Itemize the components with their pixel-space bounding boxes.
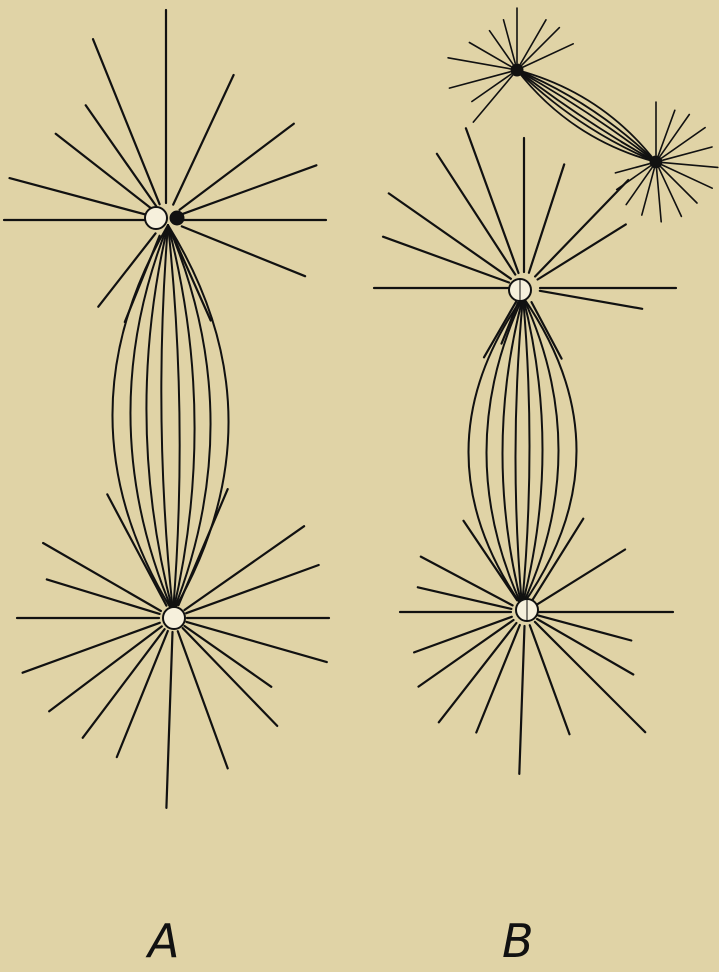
aster-ray: [464, 521, 518, 601]
spindle-fiber: [522, 297, 530, 606]
aster-ray: [86, 105, 157, 206]
aster-ray: [107, 494, 166, 605]
aster-ray: [437, 154, 515, 275]
aster-ray: [23, 623, 160, 673]
panel-b-label: B: [502, 918, 534, 964]
aster-ray: [535, 180, 628, 276]
aster-ray: [538, 224, 626, 279]
aster-ray: [173, 236, 211, 321]
aster-ray: [389, 193, 511, 278]
aster-ray: [180, 124, 294, 210]
spindle-fiber: [168, 225, 211, 612]
secondary-spindle-fiber: [517, 70, 656, 162]
secondary-aster-ray: [663, 147, 712, 160]
aster-ray: [182, 226, 305, 276]
secondary-aster-ray: [657, 169, 662, 222]
centrosome-open: [163, 607, 185, 629]
secondary-spindle-fiber: [517, 70, 656, 162]
spindle-fiber: [168, 225, 180, 612]
panel-a-label: A: [148, 918, 179, 964]
secondary-aster-ray: [521, 20, 547, 64]
spindle-fiber: [168, 225, 195, 612]
aster-ray: [529, 164, 564, 272]
secondary-aster-ray: [448, 58, 510, 69]
centrosome-solid: [170, 211, 184, 225]
spindle-fiber: [515, 297, 523, 606]
spindle-fiber: [146, 225, 173, 612]
aster-ray: [540, 291, 642, 309]
secondary-aster-ray: [642, 169, 654, 215]
secondary-aster-ray: [663, 163, 718, 168]
aster-ray: [466, 128, 519, 273]
secondary-aster-ray: [504, 20, 516, 63]
aster-ray: [49, 626, 162, 711]
aster-ray: [182, 165, 316, 214]
secondary-aster-ray: [472, 74, 511, 102]
aster-ray: [166, 632, 172, 808]
secondary-aster-ray: [658, 110, 674, 155]
aster-ray: [93, 39, 160, 204]
panel-a-spindle: [4, 10, 329, 808]
aster-ray: [47, 579, 160, 614]
spindle-fiber: [161, 225, 173, 612]
aster-ray: [519, 626, 524, 774]
aster-ray: [185, 626, 272, 687]
secondary-aster-ray: [660, 115, 689, 157]
secondary-aster-ray: [449, 72, 510, 88]
aster-ray: [173, 75, 233, 205]
secondary-aster-ray: [615, 164, 649, 173]
aster-ray: [439, 623, 517, 722]
aster-ray: [56, 134, 153, 210]
secondary-spindle-fiber: [517, 70, 656, 162]
centrosome-solid: [511, 64, 523, 76]
centrosome-solid: [650, 156, 662, 168]
aster-ray: [535, 622, 645, 732]
aster-ray: [530, 625, 570, 734]
secondary-aster-ray: [662, 128, 705, 158]
aster-ray: [10, 178, 150, 216]
secondary-spindle-fiber: [517, 70, 656, 162]
aster-ray: [383, 237, 509, 283]
aster-ray: [185, 526, 305, 610]
spindle-fiber: [130, 225, 173, 612]
aster-ray: [186, 565, 319, 613]
secondary-spindle-fiber: [517, 70, 656, 162]
secondary-aster-ray: [490, 31, 514, 65]
panel-b-spindle: [374, 128, 676, 774]
aster-ray: [117, 631, 168, 757]
centrosome-open: [145, 207, 167, 229]
secondary-aster-ray: [473, 75, 512, 122]
secondary-spindle-fiber: [517, 70, 656, 162]
